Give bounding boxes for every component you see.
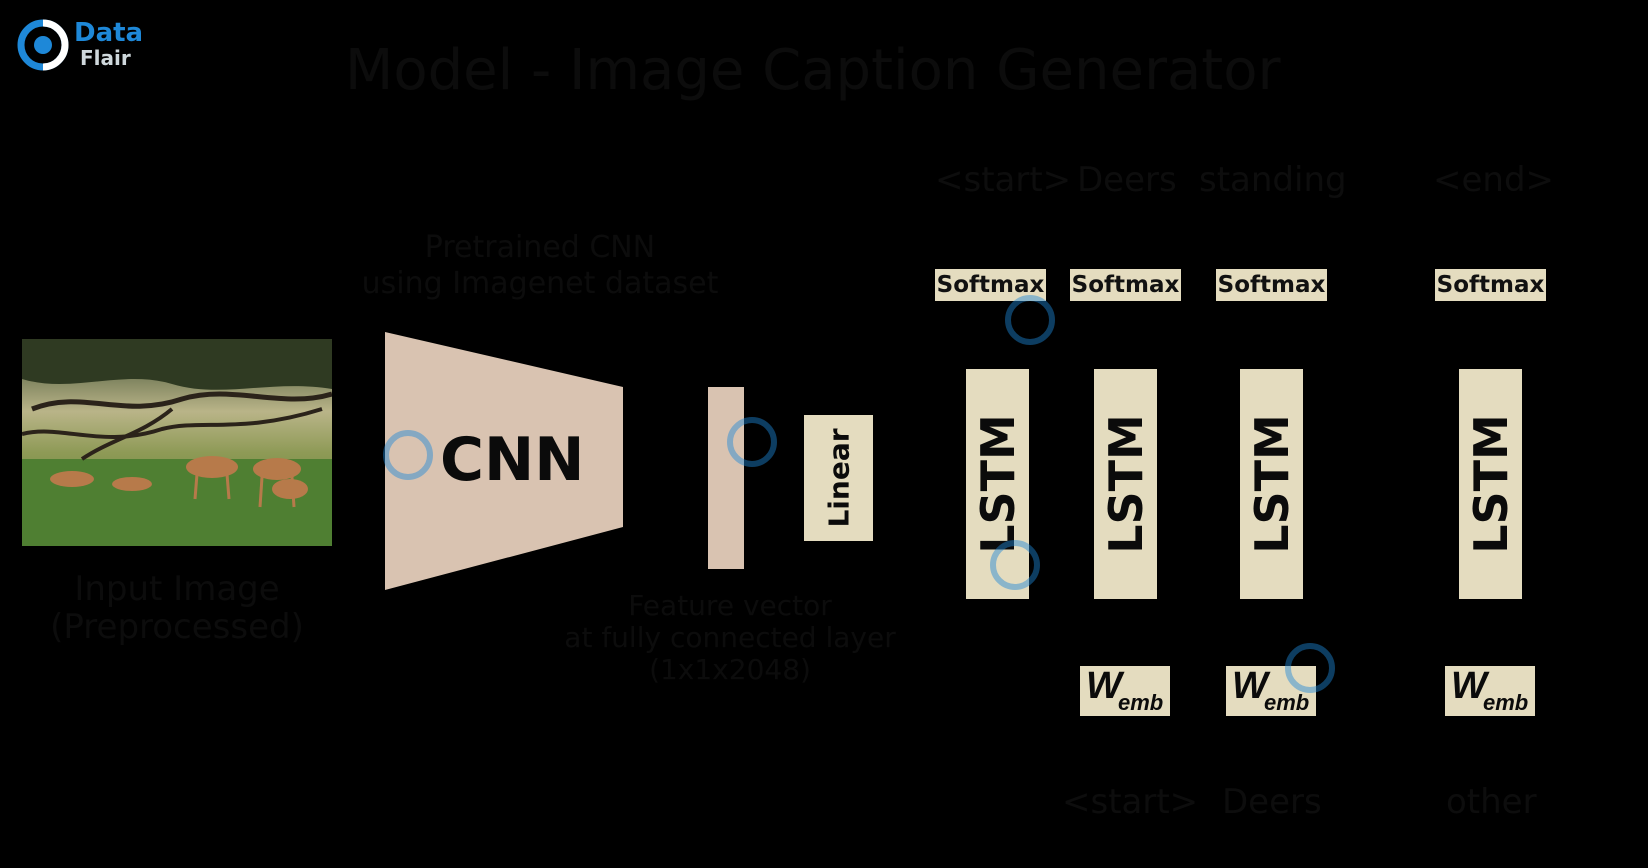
feature-caption-line3: (1x1x2048) [649, 653, 811, 686]
dataflair-logo: Data Flair [14, 16, 144, 76]
softmax-box-1: Softmax [935, 269, 1046, 301]
output-word-3: standing [1199, 160, 1347, 200]
lstm-block-3: LSTM [1240, 369, 1303, 599]
watermark-icon [383, 430, 433, 480]
linear-label: Linear [822, 428, 855, 528]
wemb-main-3: W [1451, 665, 1487, 707]
input-image-caption-line2: (Preprocessed) [50, 607, 304, 647]
wemb-box-3: W emb [1445, 665, 1535, 716]
feature-vector-block [708, 387, 744, 569]
softmax-box-2: Softmax [1070, 269, 1181, 301]
wemb-main-2: W [1232, 665, 1268, 707]
watermark-icon [727, 417, 777, 467]
logo-text-flair: Flair [80, 46, 131, 70]
softmax-box-4: Softmax [1435, 269, 1546, 301]
input-image-caption: Input Image (Preprocessed) [22, 570, 332, 646]
input-word-1: <start> [1062, 782, 1199, 822]
lstm-block-2: LSTM [1094, 369, 1157, 599]
softmax-box-3: Softmax [1216, 269, 1327, 301]
wemb-sub-2: emb [1264, 690, 1310, 715]
diagram-title: Model - Image Caption Generator [345, 38, 1281, 103]
watermark-icon [990, 540, 1040, 590]
cnn-label: CNN [440, 425, 585, 495]
feature-caption-line2: at fully connected layer [564, 621, 896, 654]
linear-block: Linear [804, 415, 873, 541]
output-word-4: <end> [1433, 160, 1555, 200]
wemb-sub-1: emb [1118, 690, 1164, 715]
logo-icon [17, 19, 69, 71]
cnn-caption-line2: using Imagenet dataset [361, 266, 719, 301]
wemb-main-1: W [1086, 665, 1122, 707]
lstm-label-4: LSTM [1463, 414, 1518, 554]
input-word-2: Deers [1222, 782, 1322, 822]
lstm-label-2: LSTM [1098, 414, 1153, 554]
output-word-2: Deers [1077, 160, 1177, 200]
wemb-sub-3: emb [1483, 690, 1529, 715]
input-word-3: other [1446, 782, 1537, 822]
input-image [22, 339, 332, 546]
wemb-box-2: W emb [1226, 665, 1316, 716]
output-word-1: <start> [935, 160, 1072, 200]
feature-caption: Feature vector at fully connected layer … [560, 590, 900, 686]
cnn-caption: Pretrained CNN using Imagenet dataset [340, 230, 740, 302]
input-image-caption-line1: Input Image [74, 569, 280, 609]
watermark-icon [1005, 295, 1055, 345]
cnn-block [385, 332, 623, 590]
lstm-label-3: LSTM [1244, 414, 1299, 554]
cnn-caption-line1: Pretrained CNN [424, 230, 656, 265]
lstm-block-4: LSTM [1459, 369, 1522, 599]
feature-caption-line1: Feature vector [628, 589, 832, 622]
lstm-label-1: LSTM [970, 414, 1025, 554]
lstm-block-1: LSTM [966, 369, 1029, 599]
watermark-icon [1285, 643, 1335, 693]
wemb-box-1: W emb [1080, 665, 1170, 716]
logo-text-data: Data [74, 18, 144, 48]
